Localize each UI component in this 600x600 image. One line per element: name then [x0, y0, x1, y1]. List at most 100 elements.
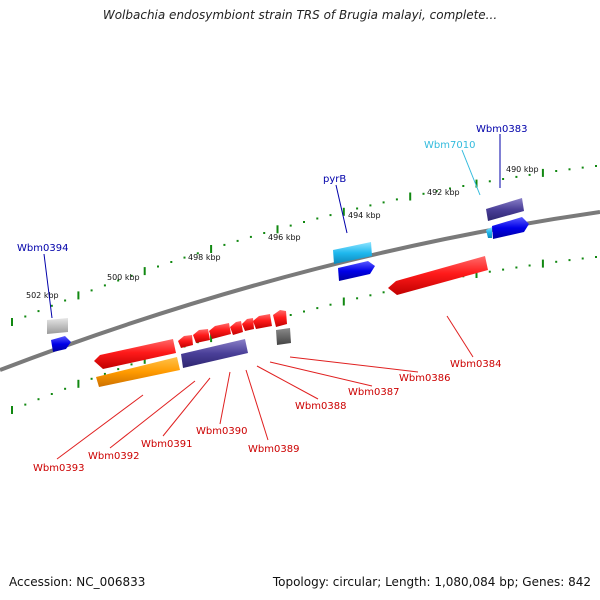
- genome-summary-text: Topology: circular; Length: 1,080,084 bp…: [272, 575, 591, 589]
- lower-minor-tick: [130, 363, 133, 366]
- gene-feature-wbm0386[interactable]: [253, 314, 272, 329]
- upper-major-tick: [143, 267, 146, 276]
- upper-major-tick: [409, 192, 412, 201]
- lower-minor-tick: [289, 314, 292, 316]
- gene-feature-wbm0388[interactable]: [230, 321, 243, 335]
- gene-feature-wbm0394[interactable]: [51, 336, 71, 352]
- upper-minor-tick: [502, 178, 505, 180]
- bottom-strand-genes: [94, 256, 488, 387]
- upper-minor-tick: [157, 265, 159, 268]
- upper-minor-tick: [568, 168, 571, 171]
- lower-minor-tick: [488, 270, 491, 273]
- gene-label-wbm7010[interactable]: Wbm7010: [424, 140, 475, 151]
- lower-minor-tick: [24, 403, 27, 406]
- gene-feature-gray[interactable]: [47, 318, 68, 334]
- upper-major-tick: [11, 318, 13, 326]
- upper-minor-tick: [395, 198, 398, 201]
- gene-label-wbm0387[interactable]: Wbm0387: [348, 387, 399, 398]
- upper-scale-ticks: [11, 165, 597, 326]
- leader-wbm0387: [269, 361, 373, 387]
- lower-minor-tick: [64, 387, 67, 390]
- gene-feature-blue-right[interactable]: [492, 217, 529, 239]
- leader-pyrB: [335, 184, 348, 234]
- upper-minor-tick: [64, 299, 67, 302]
- upper-minor-tick: [515, 175, 518, 178]
- gene-feature-pyrB[interactable]: [338, 261, 375, 281]
- gene-feature-wbm0389[interactable]: [209, 323, 231, 339]
- gene-label-wbm0389[interactable]: Wbm0389: [248, 444, 299, 455]
- lower-minor-tick: [568, 259, 571, 262]
- upper-minor-tick: [50, 304, 53, 307]
- scale-label-498: 498 kbp: [188, 253, 221, 262]
- upper-major-tick: [77, 291, 80, 300]
- gene-label-wbm0384[interactable]: Wbm0384: [450, 359, 501, 370]
- gene-label-wbm0388[interactable]: Wbm0388: [295, 401, 346, 412]
- lower-minor-tick: [382, 291, 385, 294]
- leader-wbm0390: [219, 371, 231, 425]
- lower-minor-tick: [90, 377, 93, 380]
- gene-feature-red-small[interactable]: [273, 310, 287, 327]
- gene-feature-wbm0393-orange[interactable]: [96, 357, 180, 387]
- lower-minor-tick: [356, 297, 359, 300]
- gene-feature-wbm0393-red[interactable]: [94, 339, 176, 369]
- scale-label-502: 502 kbp: [26, 291, 59, 300]
- upper-minor-tick: [462, 185, 465, 187]
- gene-label-wbm0394[interactable]: Wbm0394: [17, 243, 68, 254]
- scale-label-492: 492 kbp: [427, 188, 460, 197]
- gene-feature-wbm0392[interactable]: [181, 339, 248, 368]
- upper-major-tick: [342, 207, 345, 216]
- gene-label-wbm0391[interactable]: Wbm0391: [141, 439, 192, 450]
- gene-block-wbm0383-area: [486, 198, 529, 239]
- gene-feature-wbm0383[interactable]: [486, 198, 524, 221]
- leader-wbm0394: [43, 253, 53, 319]
- leader-wbm0386: [289, 356, 419, 373]
- leader-wbm7010: [461, 149, 481, 196]
- gene-feature-wbm0387[interactable]: [242, 318, 254, 331]
- gene-feature-dark-gray[interactable]: [276, 328, 291, 345]
- leader-wbm0388: [256, 365, 319, 400]
- gene-label-wbm0392[interactable]: Wbm0392: [88, 451, 139, 462]
- upper-minor-tick: [37, 310, 40, 313]
- upper-minor-tick: [382, 201, 385, 204]
- upper-minor-tick: [488, 180, 491, 183]
- gene-feature-wbm0390[interactable]: [193, 329, 210, 343]
- gene-feature-pyrB-cyan[interactable]: [333, 242, 372, 264]
- leader-wbm0384: [446, 315, 474, 358]
- upper-minor-tick: [236, 239, 239, 242]
- lower-minor-tick: [555, 260, 558, 263]
- upper-minor-tick: [369, 204, 372, 207]
- upper-major-tick: [276, 225, 279, 234]
- lower-minor-tick: [303, 310, 305, 313]
- lower-major-tick: [342, 297, 345, 306]
- gene-label-wbm0393[interactable]: Wbm0393: [33, 463, 84, 474]
- lower-major-tick: [210, 334, 213, 343]
- lower-minor-tick: [37, 398, 40, 401]
- upper-minor-tick: [555, 170, 558, 172]
- upper-minor-tick: [449, 187, 451, 190]
- gene-label-wbm0383[interactable]: Wbm0383: [476, 124, 527, 135]
- gene-label-pyrB[interactable]: pyrB: [323, 174, 346, 185]
- gene-label-wbm0390[interactable]: Wbm0390: [196, 426, 247, 437]
- scale-label-494: 494 kbp: [348, 211, 381, 220]
- gene-feature-wbm7010[interactable]: [486, 227, 492, 238]
- lower-minor-tick: [502, 268, 505, 271]
- map-title: Wolbachia endosymbiont strain TRS of Bru…: [102, 8, 498, 22]
- lower-minor-tick: [329, 303, 332, 306]
- upper-minor-tick: [24, 315, 27, 318]
- accession-text: Accession: NC_006833: [9, 575, 146, 589]
- upper-minor-tick: [249, 235, 252, 238]
- upper-minor-tick: [528, 173, 531, 176]
- upper-minor-tick: [223, 243, 226, 246]
- upper-minor-tick: [130, 274, 133, 277]
- upper-major-tick: [475, 179, 478, 188]
- upper-minor-tick: [316, 217, 319, 220]
- upper-minor-tick: [183, 256, 186, 259]
- lower-minor-tick: [581, 257, 584, 260]
- upper-minor-tick: [170, 261, 173, 263]
- gene-feature-wbm0384[interactable]: [388, 256, 488, 295]
- gene-label-wbm0386[interactable]: Wbm0386: [399, 373, 450, 384]
- gene-feature-wbm0391[interactable]: [178, 335, 193, 348]
- lower-minor-tick: [50, 393, 53, 395]
- upper-minor-tick: [329, 214, 332, 217]
- upper-minor-tick: [289, 224, 292, 227]
